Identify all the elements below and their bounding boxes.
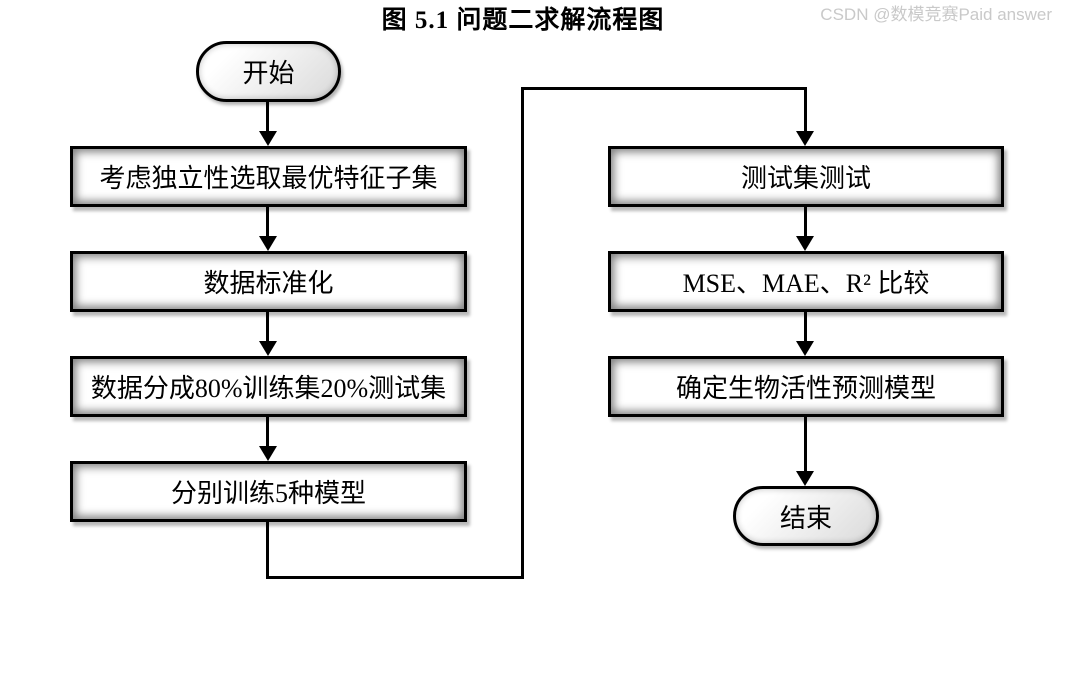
flow-end-label: 结束: [779, 503, 832, 533]
flow-step-train-models: 分别训练5种模型: [70, 461, 467, 522]
arrow-line: [266, 102, 269, 133]
arrow-line: [804, 417, 807, 473]
arrowhead-down-icon: [259, 446, 277, 461]
connector-line: [266, 522, 269, 579]
flow-step-final-model: 确定生物活性预测模型: [608, 356, 1004, 417]
arrow-line: [266, 417, 269, 448]
flow-step-test-set: 测试集测试: [608, 146, 1004, 207]
arrowhead-down-icon: [796, 131, 814, 146]
flow-step-label: 考虑独立性选取最优特征子集: [99, 164, 438, 193]
connector-line: [521, 87, 524, 579]
flow-step-train-test-split: 数据分成80%训练集20%测试集: [70, 356, 467, 417]
arrowhead-down-icon: [259, 341, 277, 356]
connector-line: [266, 576, 524, 579]
flow-step-normalization: 数据标准化: [70, 251, 467, 312]
flow-step-label: 确定生物活性预测模型: [675, 374, 936, 403]
arrowhead-down-icon: [796, 471, 814, 486]
watermark-text: CSDN @数模竞赛Paid answer: [820, 5, 1052, 24]
arrowhead-down-icon: [259, 236, 277, 251]
arrow-line: [266, 207, 269, 238]
flow-end-node: 结束: [733, 486, 879, 546]
arrow-line: [266, 312, 269, 343]
connector-line: [804, 87, 807, 132]
arrowhead-down-icon: [259, 131, 277, 146]
flow-start-node: 开始: [196, 41, 341, 102]
arrow-line: [804, 207, 807, 238]
flow-step-label: 数据标准化: [203, 269, 334, 298]
flow-step-label: MSE、MAE、R² 比较: [682, 269, 930, 298]
flow-step-label: 分别训练5种模型: [170, 479, 366, 508]
flow-step-metrics-compare: MSE、MAE、R² 比较: [608, 251, 1004, 312]
flow-step-label: 测试集测试: [740, 164, 871, 193]
arrowhead-down-icon: [796, 236, 814, 251]
flow-step-feature-selection: 考虑独立性选取最优特征子集: [70, 146, 467, 207]
flow-step-label: 数据分成80%训练集20%测试集: [90, 374, 447, 403]
flow-start-label: 开始: [242, 59, 295, 88]
arrow-line: [804, 312, 807, 343]
arrowhead-down-icon: [796, 341, 814, 356]
figure-caption: 图 5.1 问题二求解流程图: [381, 7, 665, 34]
connector-line: [521, 87, 807, 90]
